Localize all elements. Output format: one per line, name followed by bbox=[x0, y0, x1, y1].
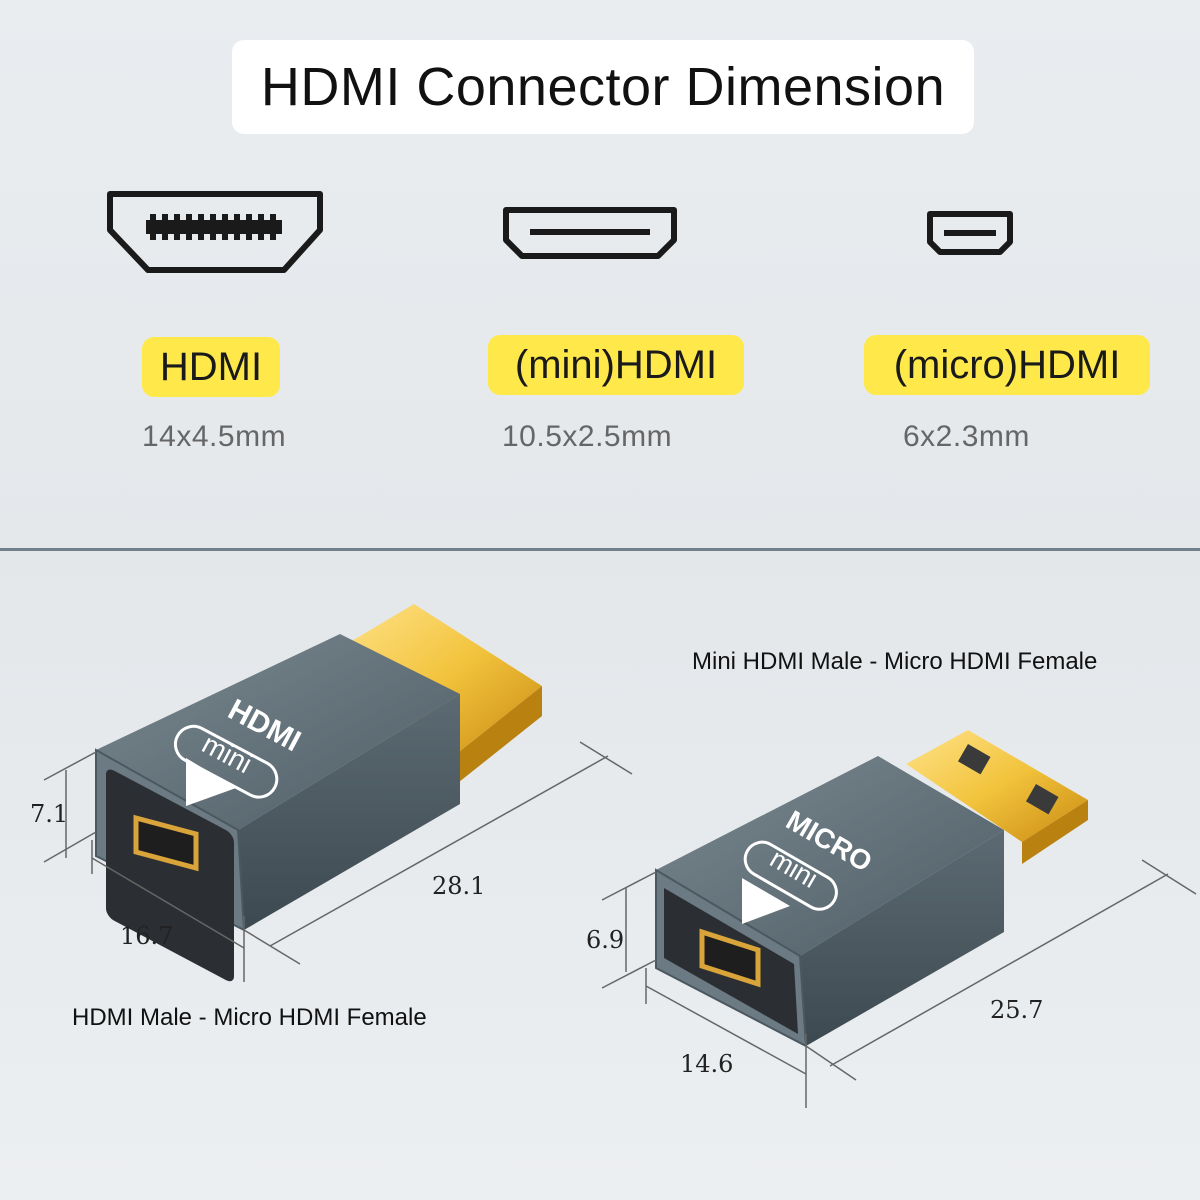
size-mini-hdmi: 10.5x2.5mm bbox=[502, 420, 673, 453]
size-hdmi: 14x4.5mm bbox=[142, 420, 287, 453]
adapter-2-length: 25.7 bbox=[990, 996, 1044, 1024]
adapter-1-width: 16.7 bbox=[120, 922, 174, 950]
label-hdmi: HDMI bbox=[142, 337, 280, 397]
size-micro-hdmi: 6x2.3mm bbox=[903, 420, 1030, 453]
adapter-2-height: 6.9 bbox=[586, 926, 625, 954]
title-box: HDMI Connector Dimension bbox=[232, 40, 974, 134]
adapter-2-caption: Mini HDMI Male - Micro HDMI Female bbox=[692, 648, 1098, 675]
adapter-1-length: 28.1 bbox=[432, 872, 486, 900]
adapter-1: HDMI mini bbox=[95, 604, 542, 982]
label-hdmi-text: HDMI bbox=[159, 344, 263, 389]
hdmi-port-icon bbox=[107, 191, 323, 273]
label-micro-hdmi-text: (micro)HDMI bbox=[893, 342, 1121, 387]
adapter-illustration: HDMI mini MICRO mini bbox=[43, 604, 1197, 1108]
adapter-1-height: 7.1 bbox=[30, 800, 69, 828]
label-mini-hdmi: (mini)HDMI bbox=[488, 335, 744, 395]
micro-hdmi-port-icon bbox=[927, 211, 1013, 255]
adapter-2-dimension-lines bbox=[601, 859, 1197, 1108]
page-title: HDMI Connector Dimension bbox=[260, 57, 946, 117]
adapter-2-width: 14.6 bbox=[680, 1050, 734, 1078]
adapter-1-caption: HDMI Male - Micro HDMI Female bbox=[72, 1004, 427, 1031]
label-mini-hdmi-text: (mini)HDMI bbox=[514, 342, 718, 387]
adapter-1-dimension-lines bbox=[43, 741, 633, 982]
mini-hdmi-port-icon bbox=[503, 207, 677, 259]
adapter-2: MICRO mini bbox=[655, 730, 1088, 1048]
label-micro-hdmi: (micro)HDMI bbox=[864, 335, 1150, 395]
section-divider bbox=[0, 548, 1200, 551]
